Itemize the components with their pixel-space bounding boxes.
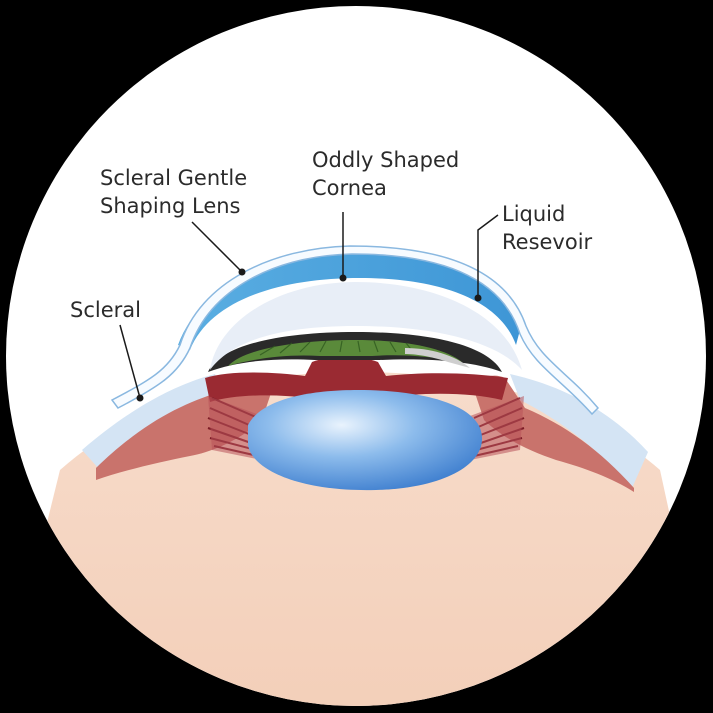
- iris-green: [228, 340, 462, 366]
- sclera-tissue: [96, 376, 272, 480]
- crystalline-lens: [248, 390, 483, 491]
- scleral-lens: [110, 245, 600, 416]
- ciliary-body: [205, 356, 508, 402]
- label-oddly-shaped-cornea: Oddly Shaped Cornea: [312, 148, 460, 200]
- label-scleral: Scleral: [70, 298, 141, 322]
- label-scleral-gentle-shaping-lens: Scleral Gentle Shaping Lens: [100, 166, 248, 218]
- liquid-reservoir: [178, 254, 520, 350]
- sclera-outer-layer: [82, 374, 222, 470]
- leader-lines: [119, 212, 499, 399]
- label-liquid-resevoir: Liquid Resevoir: [502, 202, 593, 254]
- cornea: [210, 282, 522, 370]
